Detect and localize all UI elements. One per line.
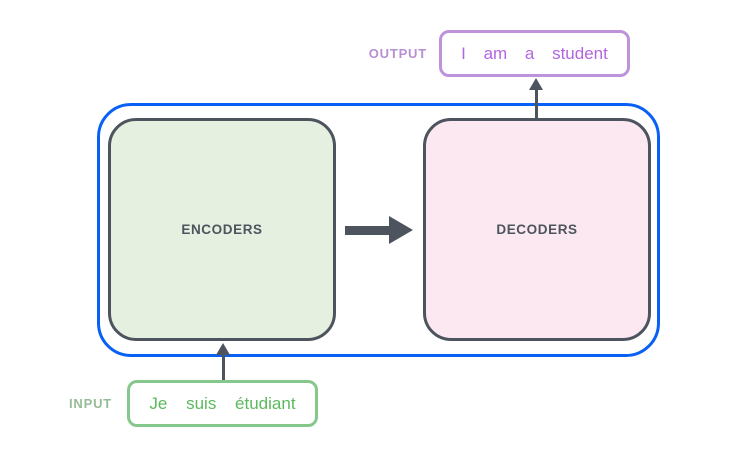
model-container-outline bbox=[97, 103, 660, 357]
encoders-box: ENCODERS bbox=[108, 118, 336, 341]
decoders-box: DECODERS bbox=[423, 118, 651, 341]
output-label: OUTPUT bbox=[368, 46, 427, 61]
encoder-to-decoder-arrow-icon bbox=[389, 216, 413, 244]
decoders-to-output-arrow-shaft bbox=[535, 88, 538, 119]
encoders-label: ENCODERS bbox=[181, 222, 263, 237]
decoders-to-output-arrow-icon bbox=[529, 78, 543, 90]
input-to-encoders-arrow-icon bbox=[216, 343, 230, 355]
input-to-encoders-arrow-shaft bbox=[222, 353, 225, 381]
input-phrase-box: Je suis étudiant bbox=[127, 380, 318, 427]
input-label: INPUT bbox=[69, 396, 112, 411]
encoder-to-decoder-arrow-shaft bbox=[345, 226, 392, 235]
input-phrase: Je suis étudiant bbox=[149, 393, 296, 413]
output-phrase: I am a student bbox=[461, 43, 608, 63]
output-phrase-box: I am a student bbox=[439, 30, 630, 77]
decoders-label: DECODERS bbox=[496, 222, 578, 237]
